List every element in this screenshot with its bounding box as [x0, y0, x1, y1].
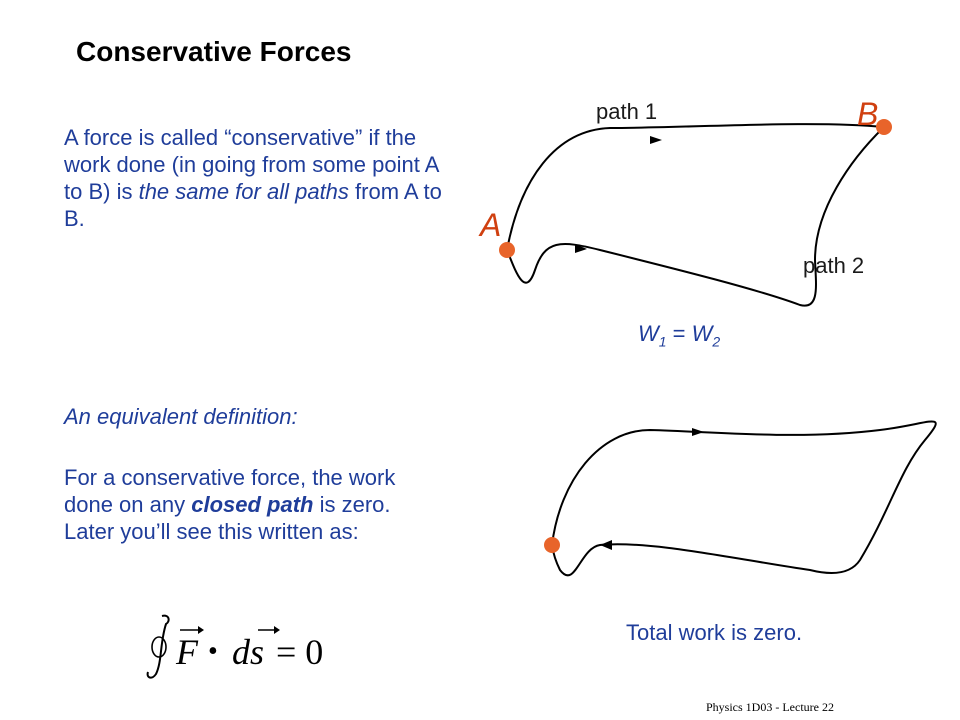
- work-w2: W: [691, 321, 713, 346]
- path-1-label: path 1: [596, 99, 658, 124]
- path-1-curve: [506, 123, 885, 251]
- equivalent-text-2: is zero. Later you’ll see this written a…: [64, 492, 391, 544]
- dot-operator: •: [208, 636, 218, 667]
- force-symbol: F: [175, 632, 199, 672]
- path-2-label: path 2: [803, 253, 865, 278]
- path-2-arrow: [575, 244, 587, 253]
- work-w1: W: [638, 321, 659, 346]
- total-work-caption: Total work is zero.: [626, 620, 803, 645]
- integral-sign: [146, 614, 170, 679]
- point-a-label: A: [480, 207, 502, 243]
- contour-circle: [151, 636, 167, 658]
- closed-path-point-marker: [544, 537, 560, 553]
- definition-text-2: from A to B.: [64, 179, 442, 231]
- closed-path-curve: [550, 420, 937, 577]
- slide-title: Conservative Forces: [76, 36, 352, 67]
- displacement-symbol: ds: [232, 632, 264, 672]
- conservative-definition: A force is called “conservative” if the …: [64, 124, 444, 232]
- closed-path-arrow-bottom: [600, 540, 612, 550]
- point-b-marker: [876, 119, 892, 135]
- point-a-marker: [499, 242, 515, 258]
- equivalent-definition: For a conservative force, the work done …: [64, 464, 444, 545]
- closed-path-arrow-top: [692, 428, 704, 436]
- work-equals: =: [666, 321, 692, 346]
- footer-lecture: Physics 1D03 - Lecture 22: [706, 700, 834, 714]
- work-equation: W1 = W2: [638, 321, 720, 349]
- equivalent-emphasis: closed path: [191, 492, 314, 517]
- equivalent-text-1: For a conservative force, the work done …: [64, 465, 396, 517]
- definition-text-1: A force is called “conservative” if the …: [64, 125, 439, 204]
- definition-emphasis: the same for all paths: [138, 179, 349, 204]
- equals-zero: = 0: [276, 632, 323, 672]
- point-b-label: B: [857, 96, 879, 132]
- work-sub2: 2: [712, 333, 721, 350]
- work-sub1: 1: [658, 333, 667, 350]
- closed-line-integral-equation: F • ds = 0: [146, 614, 323, 679]
- equivalent-definition-heading: An equivalent definition:: [64, 404, 298, 429]
- path-2-curve: [506, 126, 885, 307]
- path-1-arrow: [650, 136, 662, 144]
